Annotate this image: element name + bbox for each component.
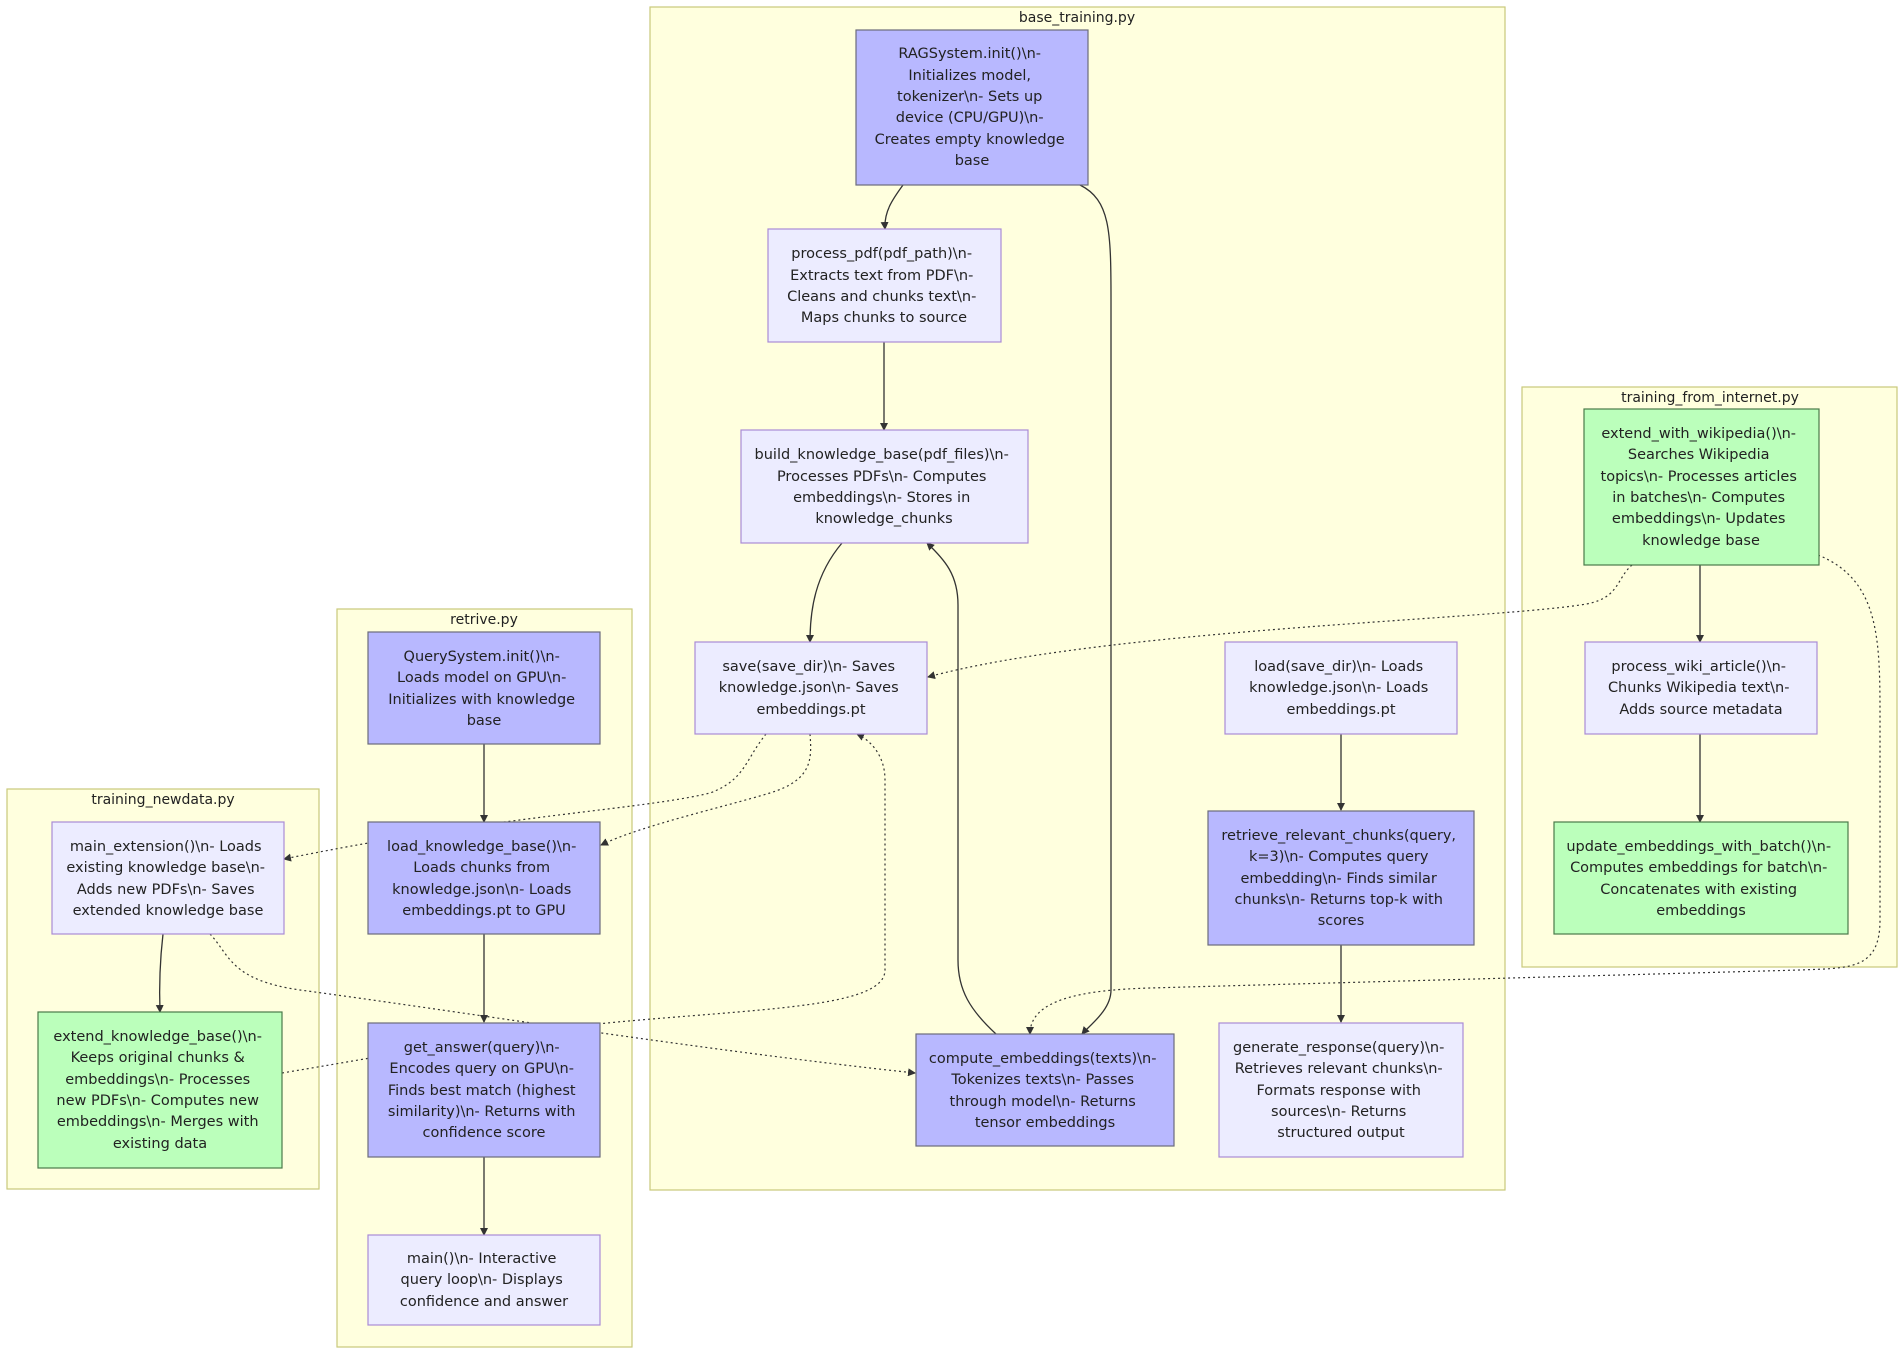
cluster-title-training-newdata: training_newdata.py [91,792,234,808]
node-load-kb-label: load_knowledge_base()\n- Loads chunks fr… [387,839,581,919]
node-update-embeddings-batch[interactable]: update_embeddings_with_batch()\n- Comput… [1553,821,1849,935]
edge-build-kb-to-save [806,542,843,643]
node-extend-kb[interactable]: extend_knowledge_base()\n- Keeps origina… [37,1011,283,1169]
node-main-extension[interactable]: main_extension()\n- Loads existing knowl… [51,821,285,935]
node-process-wiki[interactable]: process_wiki_article()\n- Chunks Wikiped… [1584,641,1818,735]
node-get-answer[interactable]: get_answer(query)\n- Encodes query on GP… [367,1022,601,1158]
edge-extend-wiki-to-compute-embeddings [1026,554,1881,1035]
node-process-wiki-label: process_wiki_article()\n- Chunks Wikiped… [1608,659,1794,718]
node-extend-wiki[interactable]: extend_with_wikipedia()\n- Searches Wiki… [1583,408,1820,566]
node-extend-kb-label: extend_knowledge_base()\n- Keeps origina… [53,1029,266,1152]
node-load-label: load(save_dir)\n- Loads knowledge.json\n… [1249,659,1433,718]
node-save-label: save(save_dir)\n- Saves knowledge.json\n… [719,659,904,718]
node-main-query-label: main()\n- Interactive query loop\n- Disp… [400,1251,568,1310]
node-generate-response-label: generate_response(query)\n- Retrieves re… [1233,1040,1449,1141]
edge-compute-embeddings-to-build-kb [926,542,997,1035]
edge-save-to-load-kb [600,733,812,846]
node-rag-init-label: RAGSystem.init()\n- Initializes model, t… [875,46,1070,169]
node-query-init-label: QuerySystem.init()\n- Loads model on GPU… [388,649,579,729]
node-retrieve-chunks[interactable]: retrieve_relevant_chunks(query, k=3)\n- … [1207,810,1475,946]
node-compute-embeddings-label: compute_embeddings(texts)\n- Tokenizes t… [929,1051,1161,1131]
cluster-title-retrive: retrive.py [450,612,518,628]
edge-main-ext-to-extend-kb [155,933,164,1013]
node-rag-init[interactable]: RAGSystem.init()\n- Initializes model, t… [855,29,1089,186]
node-update-embeddings-batch-label: update_embeddings_with_batch()\n- Comput… [1566,839,1835,919]
node-build-kb[interactable]: build_knowledge_base(pdf_files)\n- Proce… [740,429,1029,544]
cluster-base-training: base_training.py [649,6,1506,1191]
edge-extend-wiki-to-save [927,564,1633,680]
node-generate-response[interactable]: generate_response(query)\n- Retrieves re… [1218,1022,1464,1158]
node-load-kb[interactable]: load_knowledge_base()\n- Loads chunks fr… [367,821,601,935]
edge-main-ext-to-compute-embeddings [209,933,916,1077]
node-main-query[interactable]: main()\n- Interactive query loop\n- Disp… [367,1234,601,1326]
node-query-init[interactable]: QuerySystem.init()\n- Loads model on GPU… [367,631,601,745]
node-process-pdf[interactable]: process_pdf(pdf_path)\n- Extracts text f… [767,228,1002,343]
edge-rag-init-to-process-pdf [880,184,904,230]
node-retrieve-chunks-label: retrieve_relevant_chunks(query, k=3)\n- … [1221,828,1460,929]
edge-rag-init-to-compute-embeddings [1079,184,1112,1035]
node-save[interactable]: save(save_dir)\n- Saves knowledge.json\n… [694,641,928,735]
node-get-answer-label: get_answer(query)\n- Encodes query on GP… [388,1040,580,1141]
node-process-pdf-label: process_pdf(pdf_path)\n- Extracts text f… [787,246,981,326]
node-extend-wiki-label: extend_with_wikipedia()\n- Searches Wiki… [1601,426,1802,549]
node-compute-embeddings[interactable]: compute_embeddings(texts)\n- Tokenizes t… [915,1033,1175,1147]
cluster-title-base-training: base_training.py [1019,10,1135,26]
node-load[interactable]: load(save_dir)\n- Loads knowledge.json\n… [1224,641,1458,735]
node-main-extension-label: main_extension()\n- Loads existing knowl… [66,839,269,919]
solid-edges [155,184,1704,1236]
cluster-title-training-from-internet: training_from_internet.py [1621,390,1799,406]
node-build-kb-label: build_knowledge_base(pdf_files)\n- Proce… [755,447,1014,527]
